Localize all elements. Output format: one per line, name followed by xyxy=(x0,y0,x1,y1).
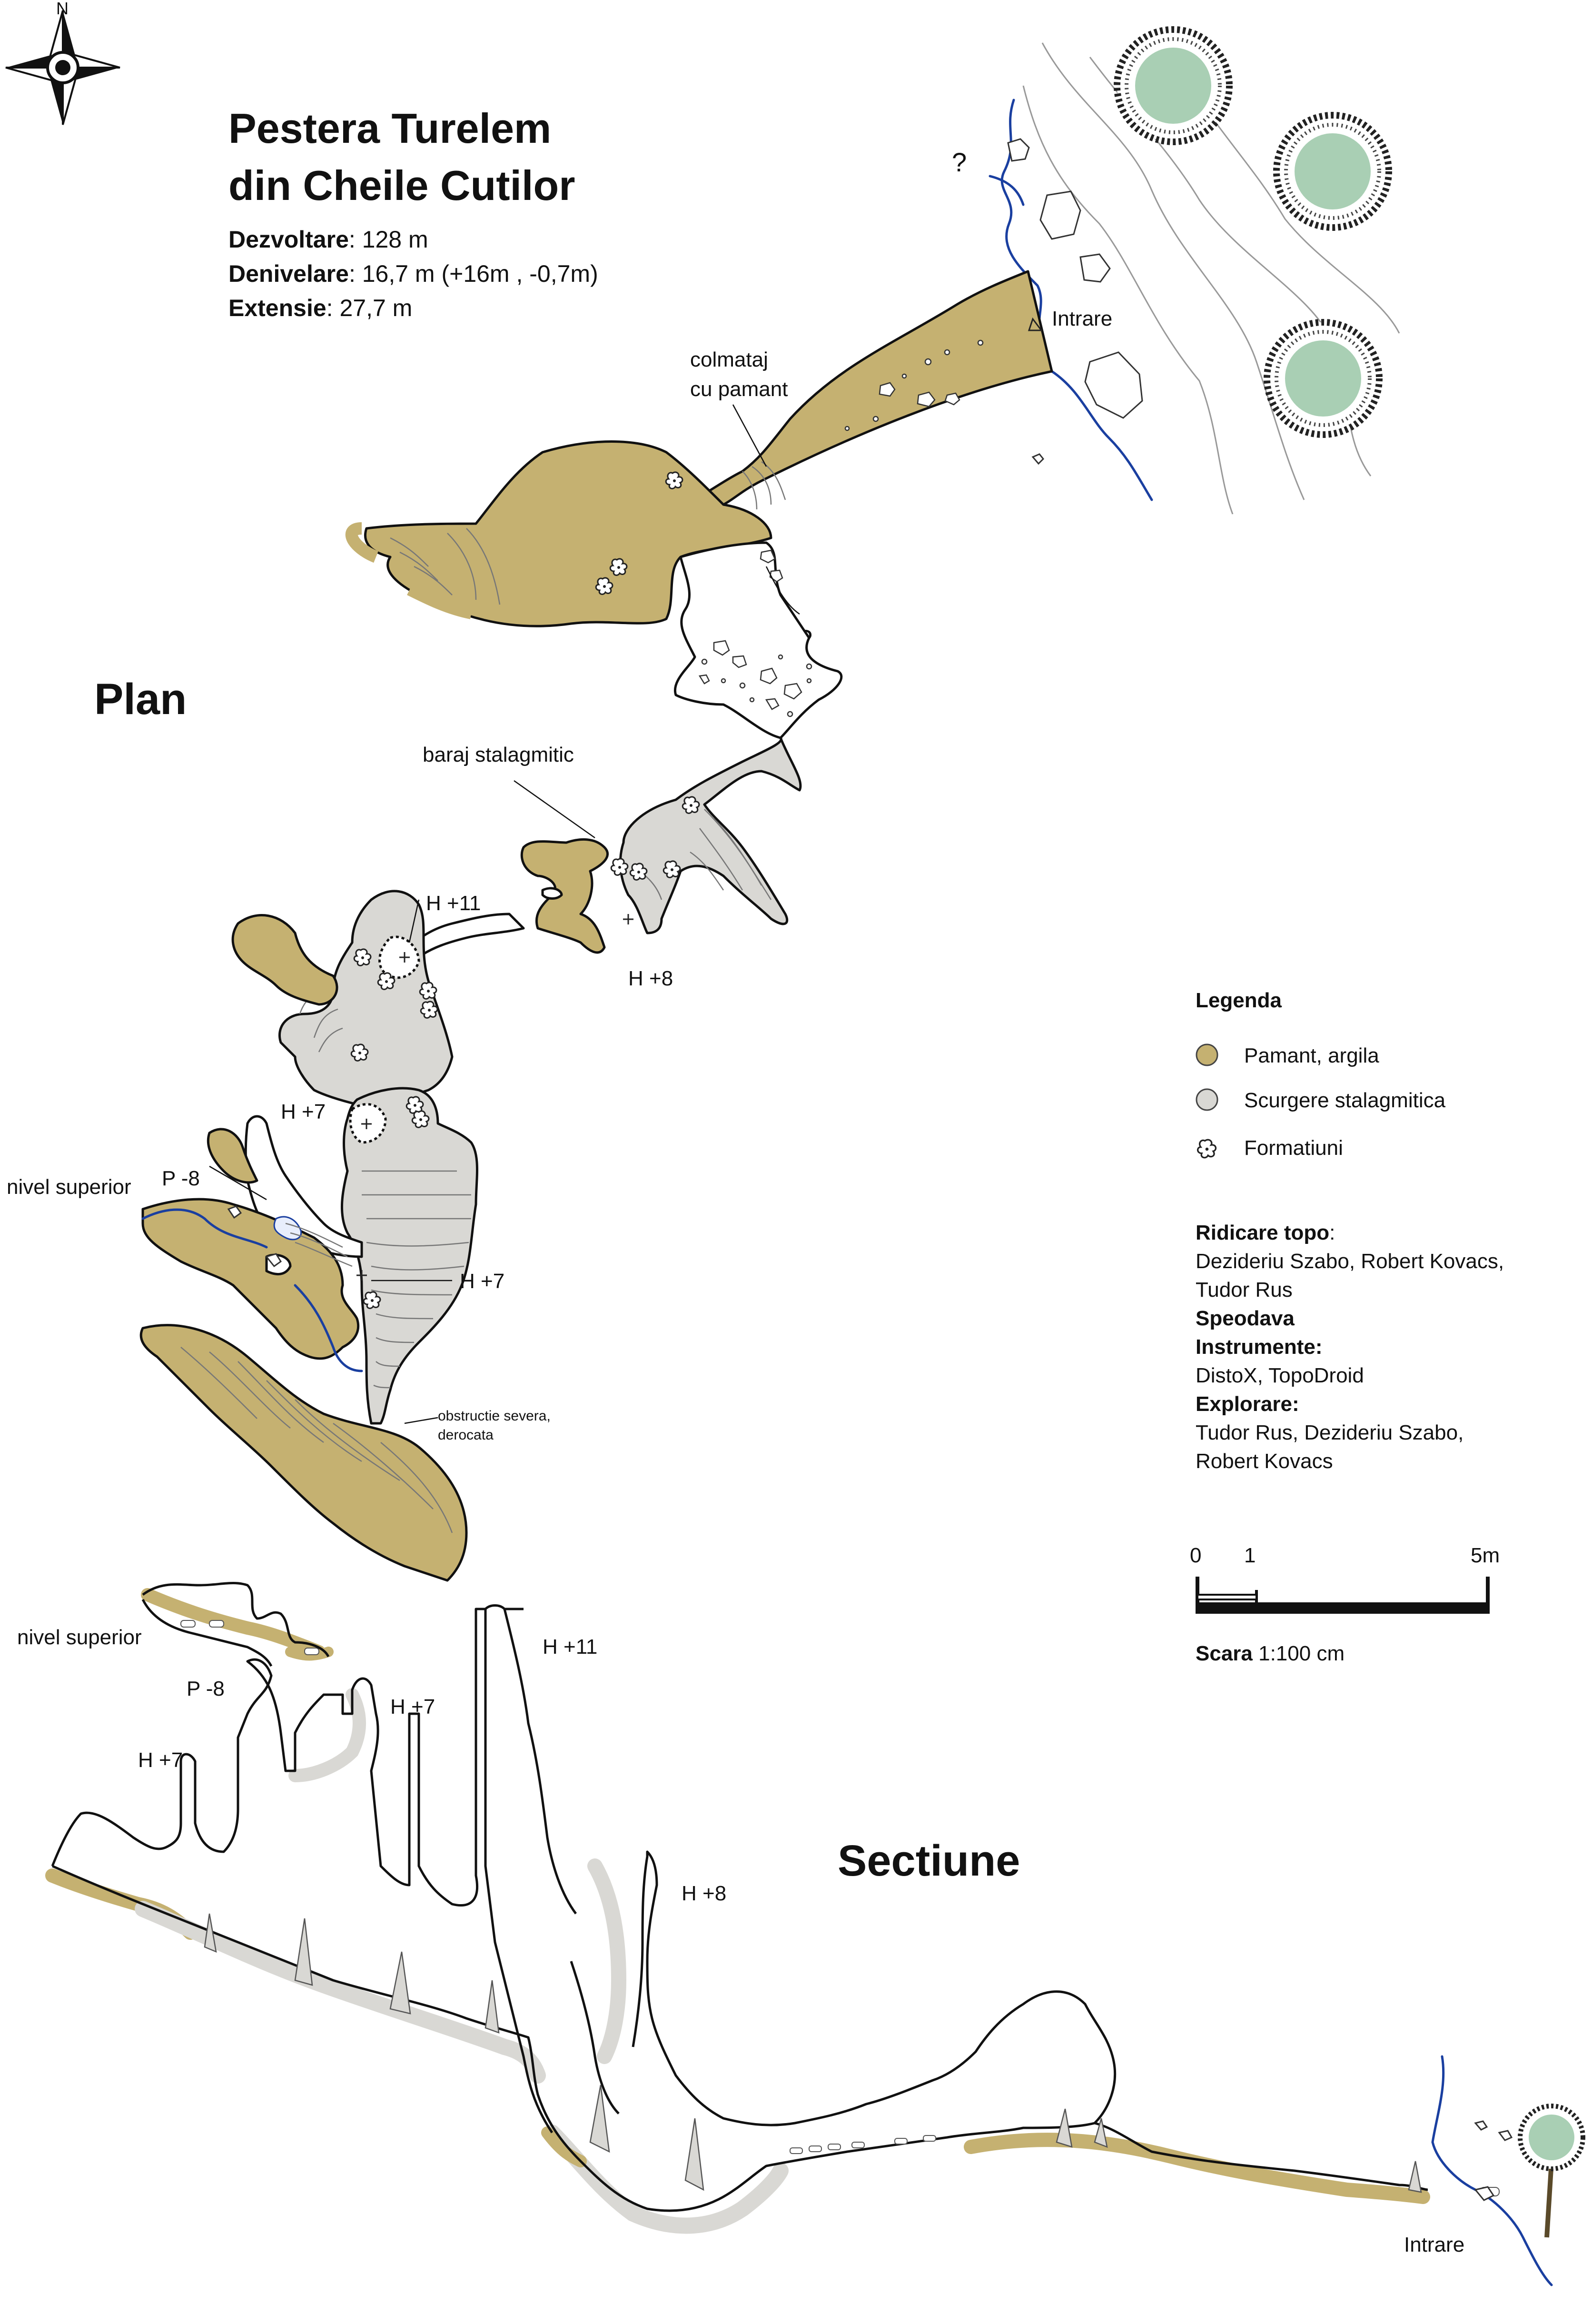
plan-boulder-passage xyxy=(673,541,843,739)
stat-development: Dezvoltare: 128 m xyxy=(228,226,428,253)
plan-label-h7-b: H +7 xyxy=(460,1270,504,1293)
tree-1-icon xyxy=(1114,26,1233,145)
credits-topo-line-2: Tudor Rus xyxy=(1196,1278,1293,1301)
section-label-h7-a: H +7 xyxy=(138,1748,183,1772)
plan-entrance-rocks xyxy=(844,339,984,431)
scale-label: Scara 1:100 cm xyxy=(1196,1642,1345,1665)
section-label-nivel: nivel superior xyxy=(17,1626,142,1649)
compass-rose xyxy=(5,10,120,125)
section-label-entrance: Intrare xyxy=(1404,2233,1464,2256)
legend-label-formations: Formatiuni xyxy=(1244,1136,1343,1160)
scale-tick-1: 1 xyxy=(1244,1544,1256,1567)
credits-explor-title: Explorare: xyxy=(1196,1392,1299,1416)
plan-label-h11: H +11 xyxy=(426,892,481,915)
plan-southwest-clay-chamber xyxy=(139,1324,468,1582)
plan-label-obstructie-2: derocata xyxy=(438,1427,494,1443)
credits-explor-line-2: Robert Kovacs xyxy=(1196,1450,1333,1473)
legend-swatch-clay xyxy=(1196,1043,1218,1066)
plan-label-p8: P -8 xyxy=(162,1167,200,1190)
plan-clay-side-passage xyxy=(520,838,609,954)
plan-connecting-passage xyxy=(408,913,525,958)
plan-clay-upper-level xyxy=(207,1128,258,1184)
section-floor-blocks xyxy=(180,1620,1500,2196)
plan-clay-offshoot xyxy=(231,914,338,1006)
plan-label: Plan xyxy=(94,675,187,724)
plan-label-h8: H +8 xyxy=(628,967,673,990)
tree-2-icon xyxy=(1273,112,1392,231)
plan-label-colmataj-1: colmataj xyxy=(690,348,768,371)
plan-label-h7-a: H +7 xyxy=(281,1100,326,1123)
credits-instr-title: Instrumente: xyxy=(1196,1335,1322,1359)
scale-tick-0: 0 xyxy=(1190,1544,1201,1567)
scale-tick-5: 5m xyxy=(1471,1544,1500,1567)
entrance-terrain xyxy=(989,42,1400,515)
title-line-1: Pestera Turelem xyxy=(228,105,551,152)
plan-label-nivel: nivel superior xyxy=(7,1175,131,1199)
credits-topo-title: Ridicare topo: xyxy=(1196,1221,1335,1244)
plan-clay-upper-gallery xyxy=(141,1198,360,1360)
section-label-h11: H +11 xyxy=(543,1635,597,1659)
legend-title: Legenda xyxy=(1196,989,1282,1012)
compass-north-label: N xyxy=(56,0,69,18)
legend-label-clay: Pamant, argila xyxy=(1244,1044,1379,1067)
section-stalagmites xyxy=(204,1913,1422,2193)
section-label: Sectiune xyxy=(838,1837,1020,1885)
section-tree-icon xyxy=(1518,2104,1585,2238)
entrance-question-1: ? xyxy=(952,147,967,177)
section-label-h7-b: H +7 xyxy=(390,1695,435,1718)
plan-southern-gallery xyxy=(340,1087,478,1425)
plan-label-obstructie-1: obstructie severa, xyxy=(438,1408,551,1424)
scale-bar: 0 1 5m Scara 1:100 cm xyxy=(1190,1544,1500,1665)
credits-club: Speodava xyxy=(1196,1307,1295,1330)
credits-explor-line-1: Tudor Rus, Dezideriu Szabo, xyxy=(1196,1421,1463,1444)
formation-icon xyxy=(1196,1139,1217,1159)
credits-instr-value: DistoX, TopoDroid xyxy=(1196,1364,1364,1387)
plan-label-baraj: baraj stalagmitic xyxy=(423,743,574,766)
stat-extension: Extensie: 27,7 m xyxy=(228,295,412,321)
title-line-2: din Cheile Cutilor xyxy=(228,162,575,209)
tree-3-icon xyxy=(1264,319,1383,438)
plan-boulders xyxy=(698,549,812,717)
plan-view xyxy=(139,270,1053,1582)
credits: Ridicare topo: Dezideriu Szabo, Robert K… xyxy=(1196,1221,1504,1473)
plan-barrage-chamber xyxy=(619,736,802,934)
credits-topo-line-1: Dezideriu Szabo, Robert Kovacs, xyxy=(1196,1250,1504,1273)
plan-entrance-gallery xyxy=(684,270,1053,506)
legend: Legenda Pamant, argila Scurgere stalagmi… xyxy=(1196,989,1446,1160)
legend-label-flowstone: Scurgere stalagmitica xyxy=(1244,1089,1446,1112)
entrance-label: Intrare xyxy=(1052,307,1112,330)
plan-label-colmataj-2: cu pamant xyxy=(690,377,788,401)
section-label-p8: P -8 xyxy=(187,1677,225,1700)
section-label-h8: H +8 xyxy=(682,1882,726,1905)
section-view xyxy=(45,1582,1553,2286)
section-cave-outline xyxy=(51,1608,554,2134)
legend-swatch-flowstone xyxy=(1196,1088,1218,1111)
stat-depth: Denivelare: 16,7 m (+16m , -0,7m) xyxy=(228,260,598,287)
